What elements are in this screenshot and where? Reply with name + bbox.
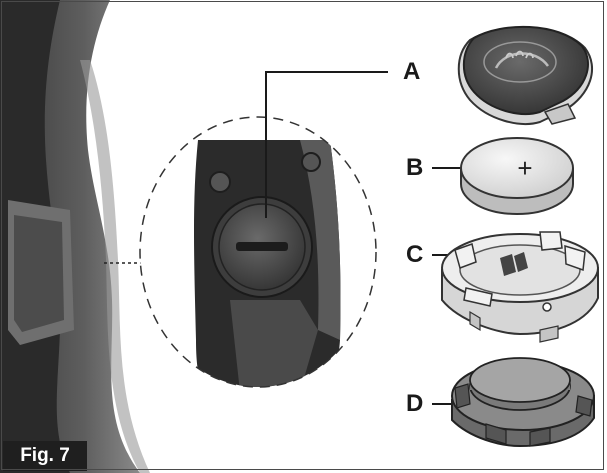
part-a-battery-cover bbox=[457, 25, 594, 125]
callout-line-a bbox=[265, 71, 388, 218]
part-c-battery-holder bbox=[441, 231, 599, 343]
part-b-coin-battery bbox=[460, 137, 574, 215]
cover-slot bbox=[236, 242, 288, 251]
part-d-holder-underside bbox=[451, 357, 595, 448]
device-button-left bbox=[209, 171, 231, 193]
zoom-detail bbox=[140, 117, 376, 387]
battery-plus-symbol: + bbox=[517, 153, 532, 183]
device-button-right bbox=[301, 152, 321, 172]
callout-letter-d: D bbox=[406, 390, 424, 417]
callout-letter-c: C bbox=[406, 241, 424, 268]
callout-letter-b: B bbox=[406, 154, 424, 181]
background-device bbox=[0, 0, 150, 473]
figure-label: Fig. 7 bbox=[3, 441, 87, 471]
zoom-circle-outline bbox=[139, 116, 377, 388]
callout-letter-a: A bbox=[403, 58, 421, 85]
